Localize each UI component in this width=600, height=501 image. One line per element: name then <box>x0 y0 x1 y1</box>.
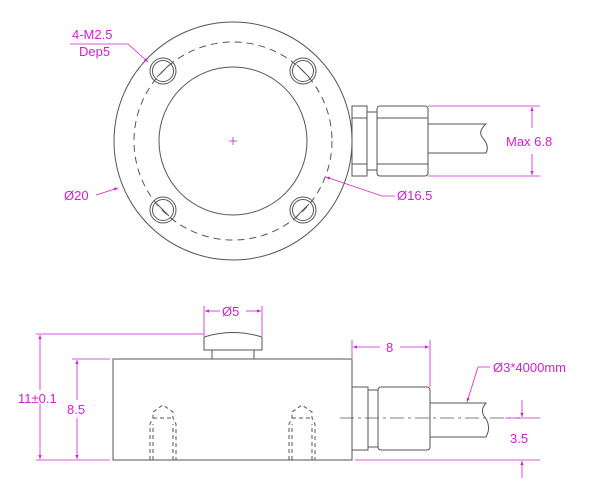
bolt-circle <box>133 41 333 241</box>
mounting-holes <box>149 57 317 224</box>
body <box>112 358 353 461</box>
body-height-label: 8.5 <box>67 402 85 417</box>
top-connector <box>351 105 488 177</box>
cable-height-label: 3.5 <box>510 431 528 446</box>
inner-circle <box>158 66 308 216</box>
outer-diameter-label: Ø20 <box>64 188 89 203</box>
load-button <box>203 332 263 359</box>
thread-label: 4-M2.5 <box>72 27 112 42</box>
total-height-label: 11±0.1 <box>18 391 57 406</box>
button-diameter-label: Ø5 <box>222 304 239 319</box>
hidden-holes <box>149 404 316 460</box>
side-view: Ø5 11±0.1 8.5 8 Ø3*4000mm 3.5 <box>18 304 566 478</box>
top-view: 4-M2.5 Dep5 Ø20 Ø16.5 Max 6.8 <box>64 21 552 261</box>
cable-label: Ø3*4000mm <box>493 360 566 375</box>
connector-height-label: Max 6.8 <box>506 134 552 149</box>
outer-circle <box>113 21 353 261</box>
depth-label: Dep5 <box>79 44 110 59</box>
connector-length-label: 8 <box>386 340 393 355</box>
side-connector <box>340 386 520 451</box>
bolt-circle-label: Ø16.5 <box>397 188 432 203</box>
